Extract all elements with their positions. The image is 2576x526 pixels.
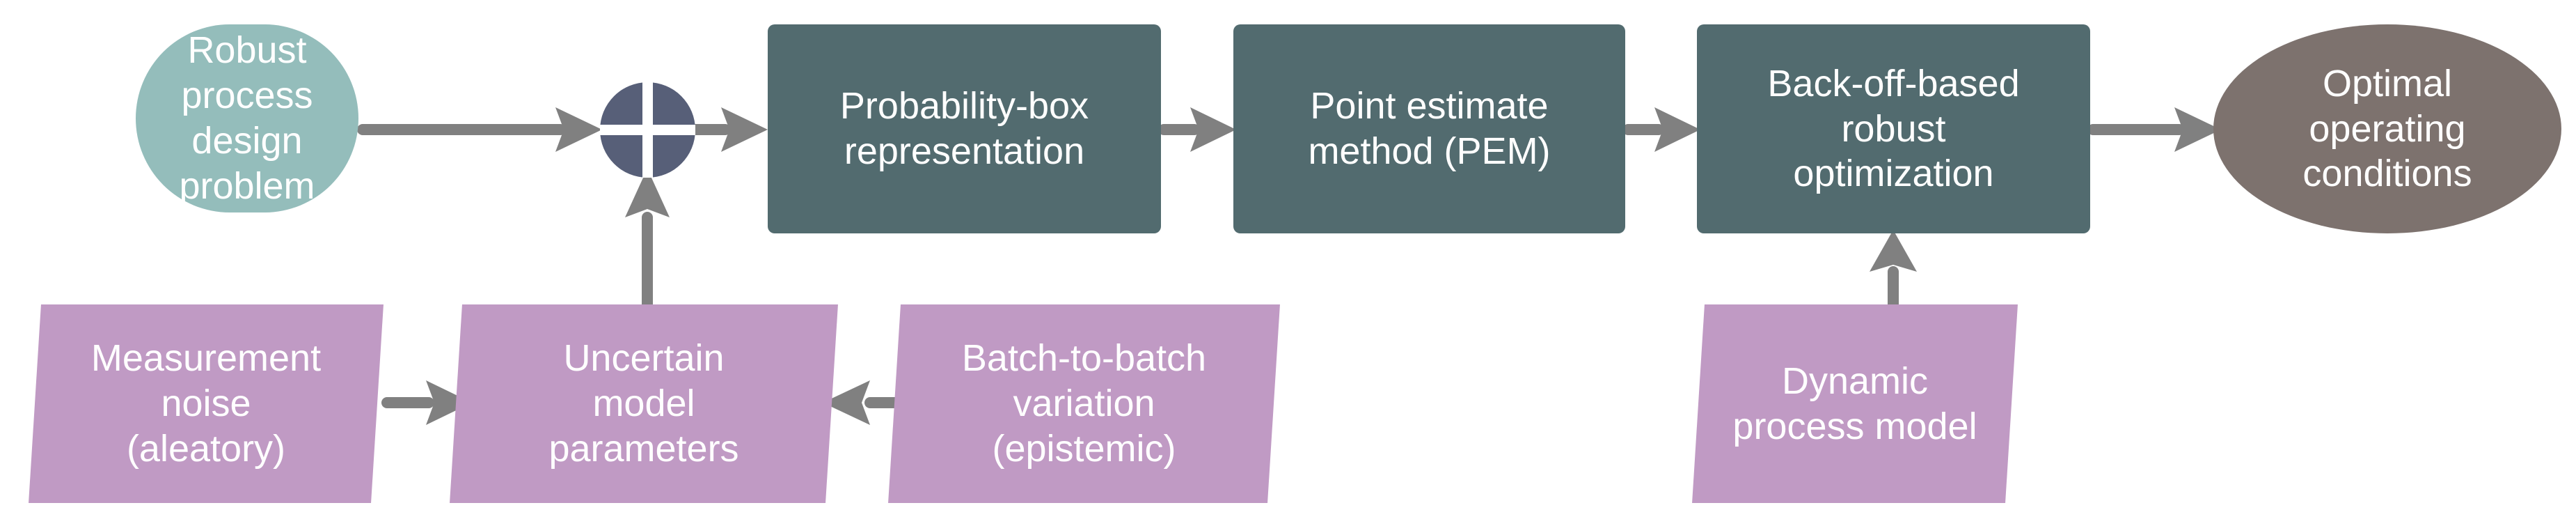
node-point-estimate-method[interactable]: Point estimate method (PEM) xyxy=(1233,24,1625,233)
node-summing-junction[interactable] xyxy=(600,82,695,178)
connector-pem-to-backoff xyxy=(1622,105,1702,155)
node-batch-to-batch-variation[interactable]: Batch-to-batch variation (epistemic) xyxy=(888,304,1280,503)
node-label-uncertain-model-parameters: Uncertain model parameters xyxy=(548,337,739,470)
node-label-optimal-operating-conditions: Optimal operating conditions xyxy=(2302,62,2472,195)
node-dynamic-process-model[interactable]: Dynamic process model xyxy=(1692,304,2018,503)
node-label-dynamic-process-model: Dynamic process model xyxy=(1732,359,1977,447)
node-label-point-estimate-method: Point estimate method (PEM) xyxy=(1308,85,1551,172)
connector-pbox-to-pem xyxy=(1158,105,1238,155)
node-uncertain-model-parameters[interactable]: Uncertain model parameters xyxy=(450,304,838,503)
node-optimal-operating-conditions[interactable]: Optimal operating conditions xyxy=(2213,24,2561,233)
node-label-robust-process-design-problem: Robust process design problem xyxy=(179,29,315,207)
connector-problem-to-junction xyxy=(357,105,609,155)
node-measurement-noise[interactable]: Measurement noise (aleatory) xyxy=(29,304,384,503)
junction-vertical-bar xyxy=(642,82,653,178)
node-label-probability-box-representation: Probability-box representation xyxy=(839,85,1089,172)
node-robust-process-design-problem[interactable]: Robust process design problem xyxy=(136,24,358,212)
connector-junction-to-pbox xyxy=(688,105,771,155)
connector-dynamic-model-to-backoff xyxy=(1868,229,1918,319)
node-label-back-off-based-robust-optimization: Back-off-based robust optimization xyxy=(1767,62,2020,195)
connector-uncertain-params-to-junction xyxy=(622,167,672,315)
connector-noise-to-uncertain-params xyxy=(381,378,480,428)
connector-backoff-to-optimal xyxy=(2087,105,2222,155)
node-back-off-based-robust-optimization[interactable]: Back-off-based robust optimization xyxy=(1697,24,2090,233)
node-probability-box-representation[interactable]: Probability-box representation xyxy=(768,24,1161,233)
node-label-measurement-noise: Measurement noise (aleatory) xyxy=(90,337,322,470)
node-label-batch-to-batch-variation: Batch-to-batch variation (epistemic) xyxy=(961,337,1207,470)
